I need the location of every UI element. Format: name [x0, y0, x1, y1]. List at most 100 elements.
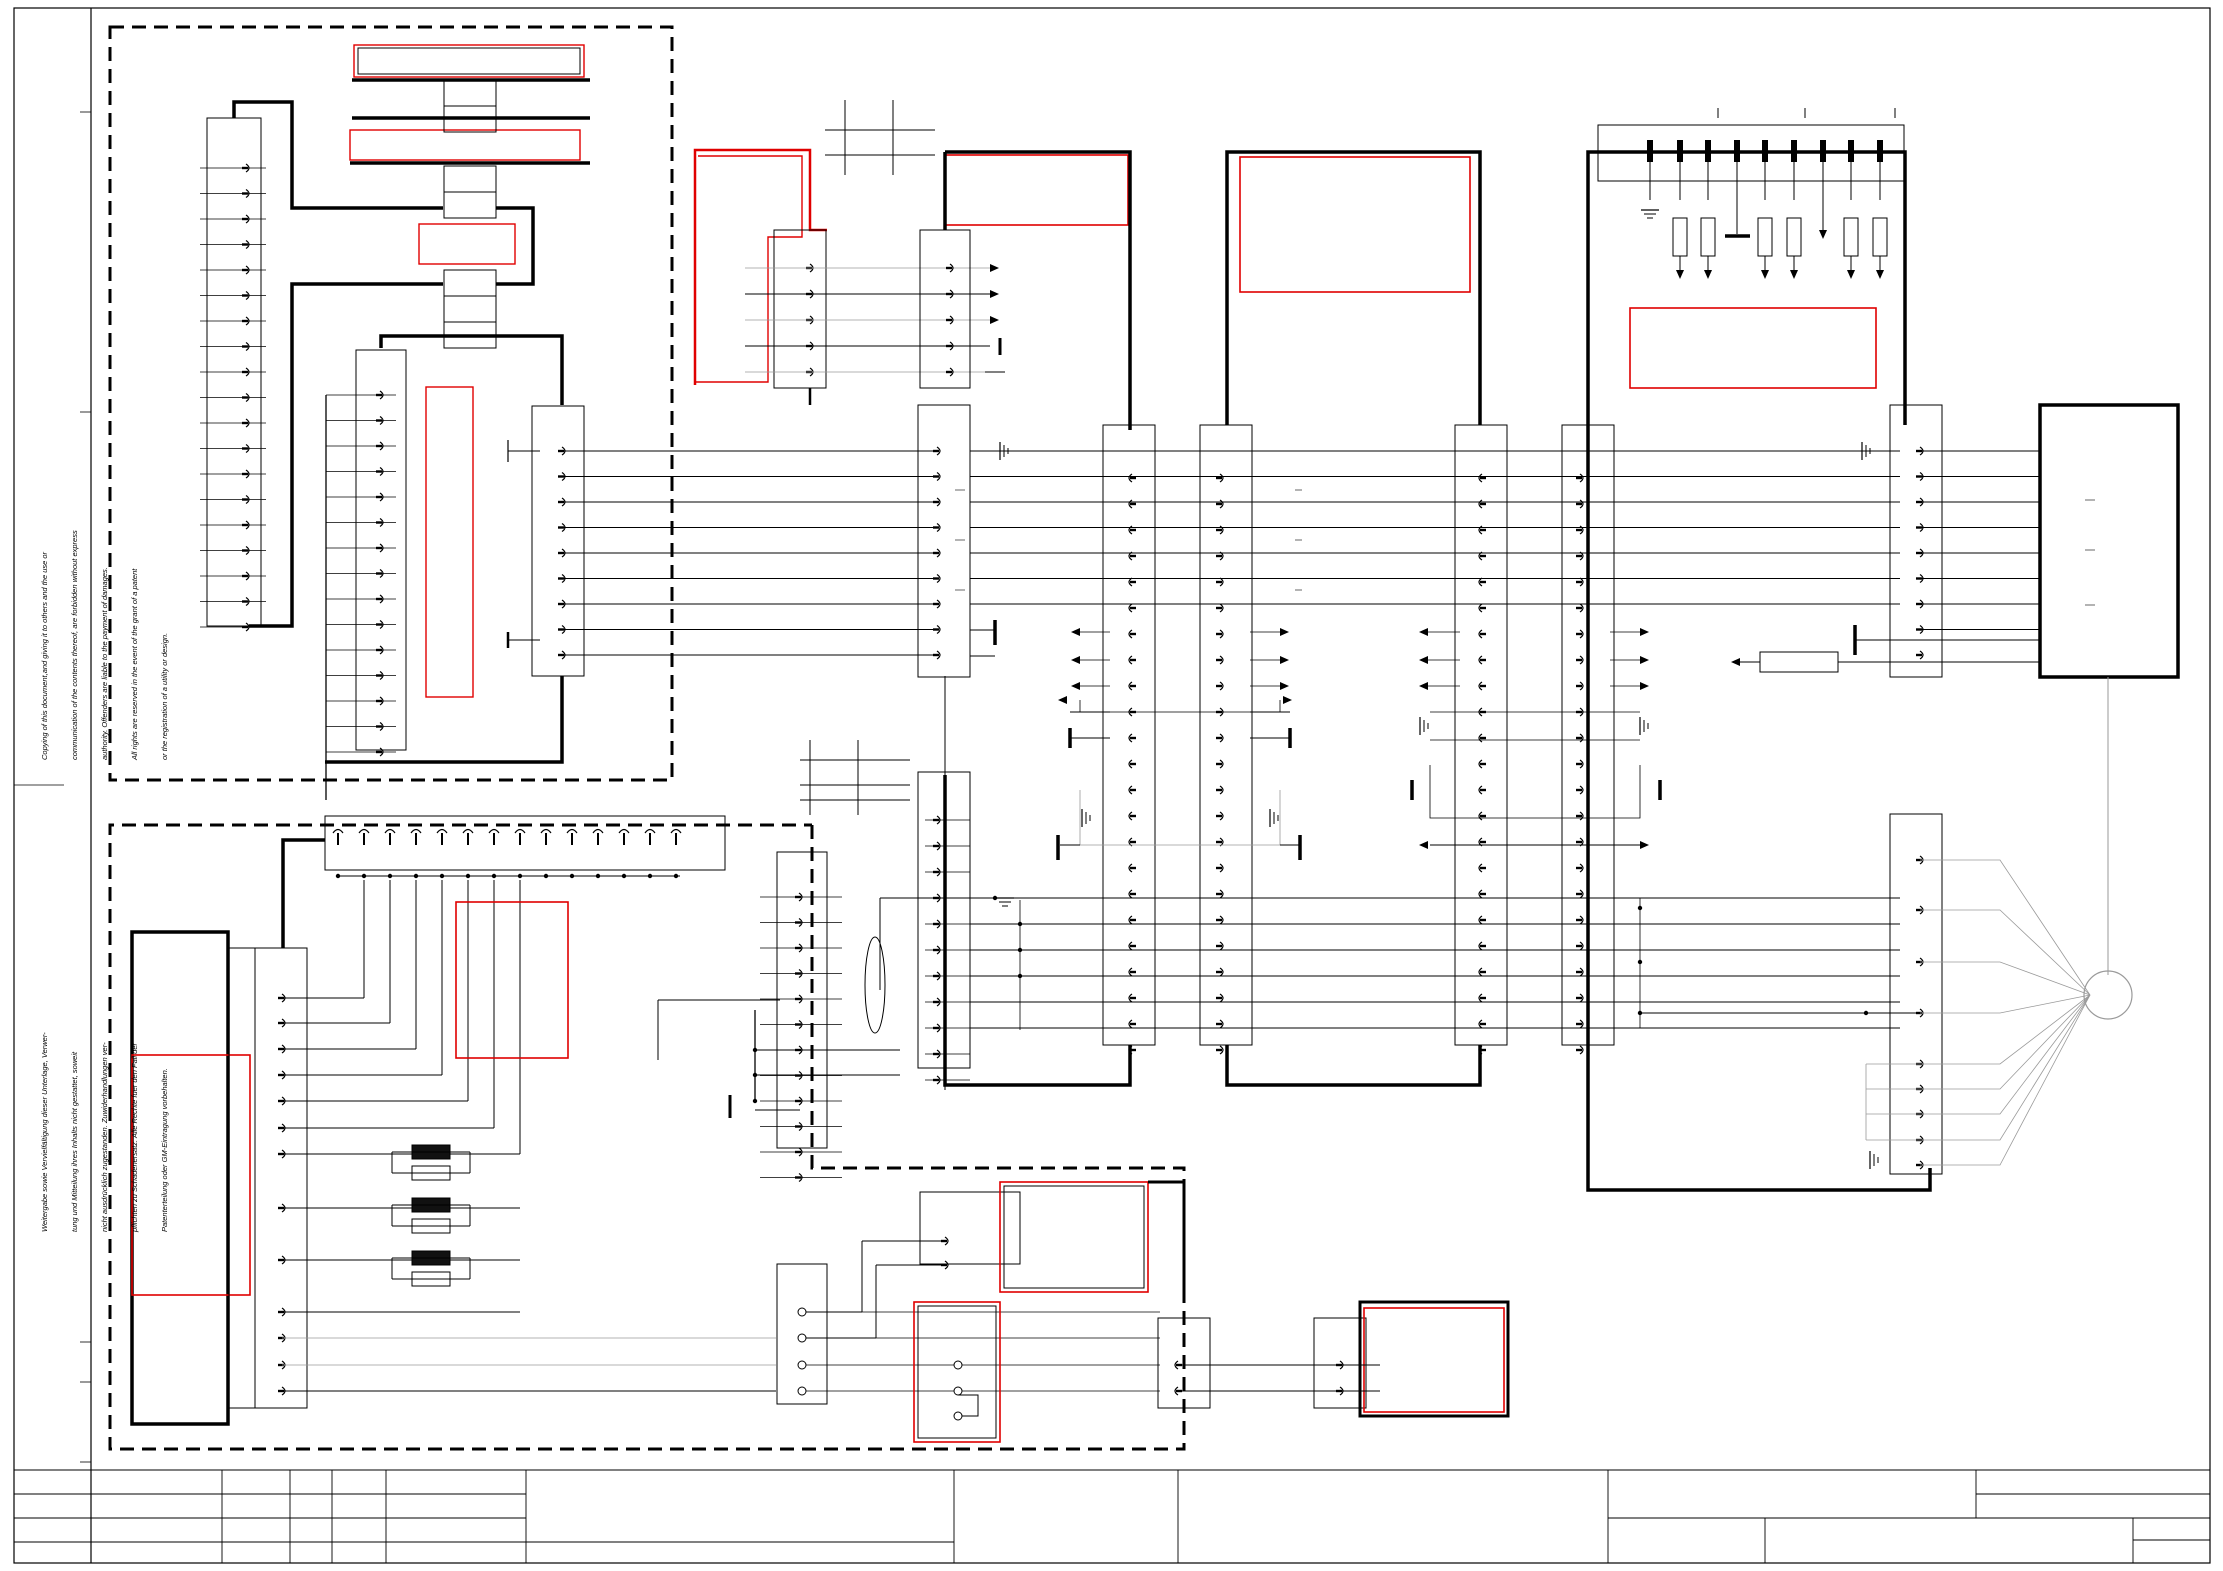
terminal-icon [1579, 1019, 1584, 1029]
terminal-icon [1128, 889, 1133, 899]
terminal-icon [1478, 1019, 1483, 1029]
terminal-icon [436, 828, 448, 834]
terminal-icon [1219, 473, 1224, 483]
terminal-icon [462, 828, 474, 834]
arrow-icon [1419, 656, 1428, 664]
terminal-icon [949, 315, 954, 325]
junction [335, 873, 341, 879]
connector-x4 [324, 815, 726, 871]
arrow-icon [1819, 230, 1827, 239]
junction [621, 873, 627, 879]
wire [379, 334, 564, 405]
connector-x5 [228, 947, 308, 1409]
connector-x15 [1199, 424, 1253, 1046]
terminal-icon [936, 446, 941, 456]
terminal-icon [644, 828, 656, 834]
resistor-icon [1757, 217, 1773, 257]
terminal-icon [1579, 525, 1584, 535]
arrow-icon [1071, 682, 1080, 690]
wire [232, 100, 443, 210]
terminal-icon [1219, 863, 1224, 873]
terminal-icon [1128, 967, 1133, 977]
sensor-icon [2083, 970, 2133, 1020]
terminal-icon [1128, 759, 1133, 769]
arrow-icon [1847, 270, 1855, 279]
wire [1079, 700, 1281, 713]
module-housing [1358, 1300, 1510, 1418]
label-box [1363, 1307, 1505, 1413]
wire [1586, 425, 1932, 1192]
terminal-icon [1478, 889, 1483, 899]
notice-de-line: Weitergabe sowie Vervielfältigung dieser… [40, 1032, 49, 1232]
wire [1920, 994, 2091, 1166]
junction [543, 873, 549, 879]
terminal-icon [1128, 1019, 1133, 1029]
arrow-icon [1071, 656, 1080, 664]
terminal-icon [1579, 681, 1584, 691]
wire [1920, 961, 2091, 996]
label-box [425, 386, 474, 698]
label-box [913, 1301, 1001, 1443]
terminal-icon [953, 1411, 963, 1421]
terminal-icon [1219, 577, 1224, 587]
terminal-icon [1478, 473, 1483, 483]
terminal-icon [1174, 1360, 1179, 1370]
terminal-icon [1128, 681, 1133, 691]
terminal-icon [1579, 473, 1584, 483]
junction [1637, 959, 1643, 965]
terminal-icon [797, 1333, 807, 1343]
wire [1225, 1045, 1482, 1087]
terminal-icon [1128, 785, 1133, 795]
junction [439, 873, 445, 879]
label-box [1629, 307, 1877, 389]
terminal-icon [1128, 577, 1133, 587]
terminal-icon [1478, 655, 1483, 665]
terminal-icon [1579, 863, 1584, 873]
terminal-icon [1128, 525, 1133, 535]
junction [491, 873, 497, 879]
terminal-icon [1219, 551, 1224, 561]
terminal-icon [1128, 993, 1133, 1003]
connector-x18 [917, 771, 971, 1069]
terminal-icon [1579, 603, 1584, 613]
terminal-icon [1579, 577, 1584, 587]
wire [1429, 765, 1641, 819]
terminal-icon [592, 828, 604, 834]
junction [517, 873, 523, 879]
notice-en-line: authority. Offenders are liable to the p… [100, 567, 109, 760]
arrow-icon [990, 264, 999, 272]
terminal-icon [944, 1260, 949, 1270]
terminal-icon [1219, 1045, 1224, 1055]
terminal-icon [1579, 941, 1584, 951]
wire [1079, 790, 1281, 846]
label-box [999, 1181, 1149, 1293]
junction [647, 873, 653, 879]
terminal-icon [1128, 655, 1133, 665]
plug-box [443, 269, 497, 349]
lower-left-module [108, 823, 1186, 1451]
arrow-icon [990, 290, 999, 298]
terminal-icon [1219, 681, 1224, 691]
arrow-icon [1704, 270, 1712, 279]
terminal-icon [1219, 993, 1224, 1003]
arrow-icon [1280, 682, 1289, 690]
connector-x21 [1889, 813, 1943, 1175]
resistor-icon [1786, 217, 1802, 257]
resistor-icon [1700, 217, 1716, 257]
junction [752, 1072, 758, 1078]
terminal-icon [944, 1236, 949, 1246]
terminal-icon [1478, 863, 1483, 873]
sheet-border [13, 7, 2211, 1564]
terminal-icon [410, 828, 422, 834]
terminal-icon [949, 367, 954, 377]
terminal-icon [1219, 889, 1224, 899]
wire [249, 282, 443, 628]
terminal-icon [936, 650, 941, 660]
terminal-icon [1174, 1386, 1179, 1396]
terminal-icon [936, 599, 941, 609]
wire [945, 150, 1132, 430]
terminal-icon [1128, 629, 1133, 639]
arrow-icon [1283, 696, 1292, 704]
connector-x20 [1889, 404, 1943, 678]
